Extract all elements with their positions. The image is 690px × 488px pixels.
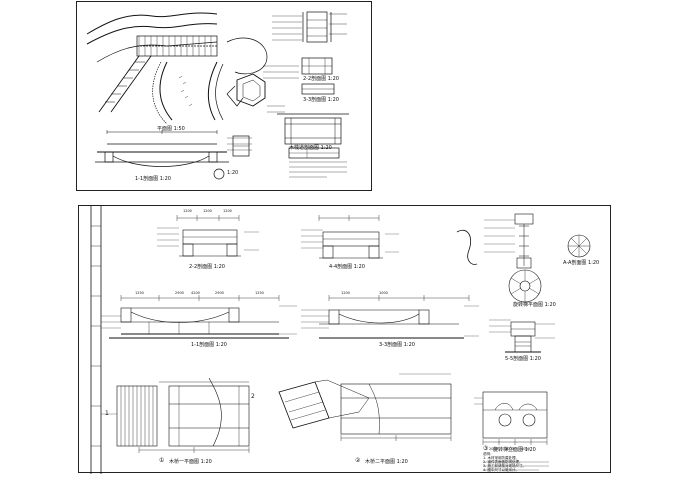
plan-2-label: 木桥二平面图 1:20 (365, 459, 408, 465)
dimension-value: 4200 (191, 291, 200, 295)
circle-scale: 1:20 (227, 170, 239, 176)
bottom-sheet-drawing (90, 206, 591, 474)
section-1-1-label: 1-1剖面图 1:20 (191, 342, 227, 348)
general-notes: 说明：1. 木材采用防腐处理。2. 钢件表面做防锈处理。3. 施工前请核对现场尺… (483, 452, 526, 472)
note-line: 1. 木材采用防腐处理。 (483, 456, 519, 460)
plan-1-marker: ① (159, 457, 165, 464)
dimension-value: 1000 (379, 291, 388, 295)
dimension-value: 2900 (175, 291, 184, 295)
section-2-2-title: 2-2剖面图 1:20 (303, 76, 339, 82)
note-line: 2. 钢件表面做防锈处理。 (483, 460, 523, 464)
detail-title: 木栈道剖面图 1:20 (289, 145, 332, 151)
section-1-1-title: 1-1剖面图 1:20 (135, 176, 171, 182)
dimension-value: 1200 (183, 209, 192, 213)
section-2-2-label: 2-2剖面图 1:20 (189, 264, 225, 270)
section-5-5-label: 5-5剖面图 1:20 (505, 356, 541, 362)
section-3-3-title: 3-3剖面图 1:20 (303, 97, 339, 103)
dimension-value: 1250 (255, 291, 264, 295)
plan-title: 平面图 1:50 (157, 126, 185, 132)
dimension-value: 3000 (505, 447, 514, 451)
dimension-value: 1200 (203, 209, 212, 213)
dimension-value: 1250 (135, 291, 144, 295)
section-3-3-label: 3-3剖面图 1:20 (379, 342, 415, 348)
drawing-sheet-bottom: 2-2剖面图 1:20 4-4剖面图 1:20 A-A剖面图 1:20 旋转梯平… (78, 205, 611, 474)
note-line: 3. 施工前请核对现场尺寸。 (483, 464, 526, 468)
note-line: 说明： (483, 452, 494, 456)
stair-plan-label: 旋转梯平面图 1:20 (513, 302, 556, 308)
drawing-sheet-top: 平面图 1:50 1-1剖面图 1:20 2-2剖面图 1:20 3-3剖面图 … (76, 1, 372, 191)
section-marker-2: 2 (251, 393, 255, 400)
section-marker-1: 1 (105, 410, 109, 417)
stair-elev-label: 旋转梯立面图 1:20 (493, 447, 536, 453)
top-sheet-drawing (86, 11, 349, 180)
dimension-value: 1200 (223, 209, 232, 213)
plan-1-label: 木桥一平面图 1:20 (169, 459, 212, 465)
section-4-4-label: 4-4剖面图 1:20 (329, 264, 365, 270)
dimension-value: 4000 (521, 447, 530, 451)
dimension-value: 2000 (489, 447, 498, 451)
section-a-a-label: A-A剖面图 1:20 (563, 260, 600, 266)
plan-2-marker: ② (355, 457, 361, 464)
dimension-value: 2900 (215, 291, 224, 295)
dimension-value: 1200 (341, 291, 350, 295)
stair-elev-marker: ③ (483, 445, 489, 452)
note-line: 4. 图中尺寸以毫米计。 (483, 468, 519, 472)
